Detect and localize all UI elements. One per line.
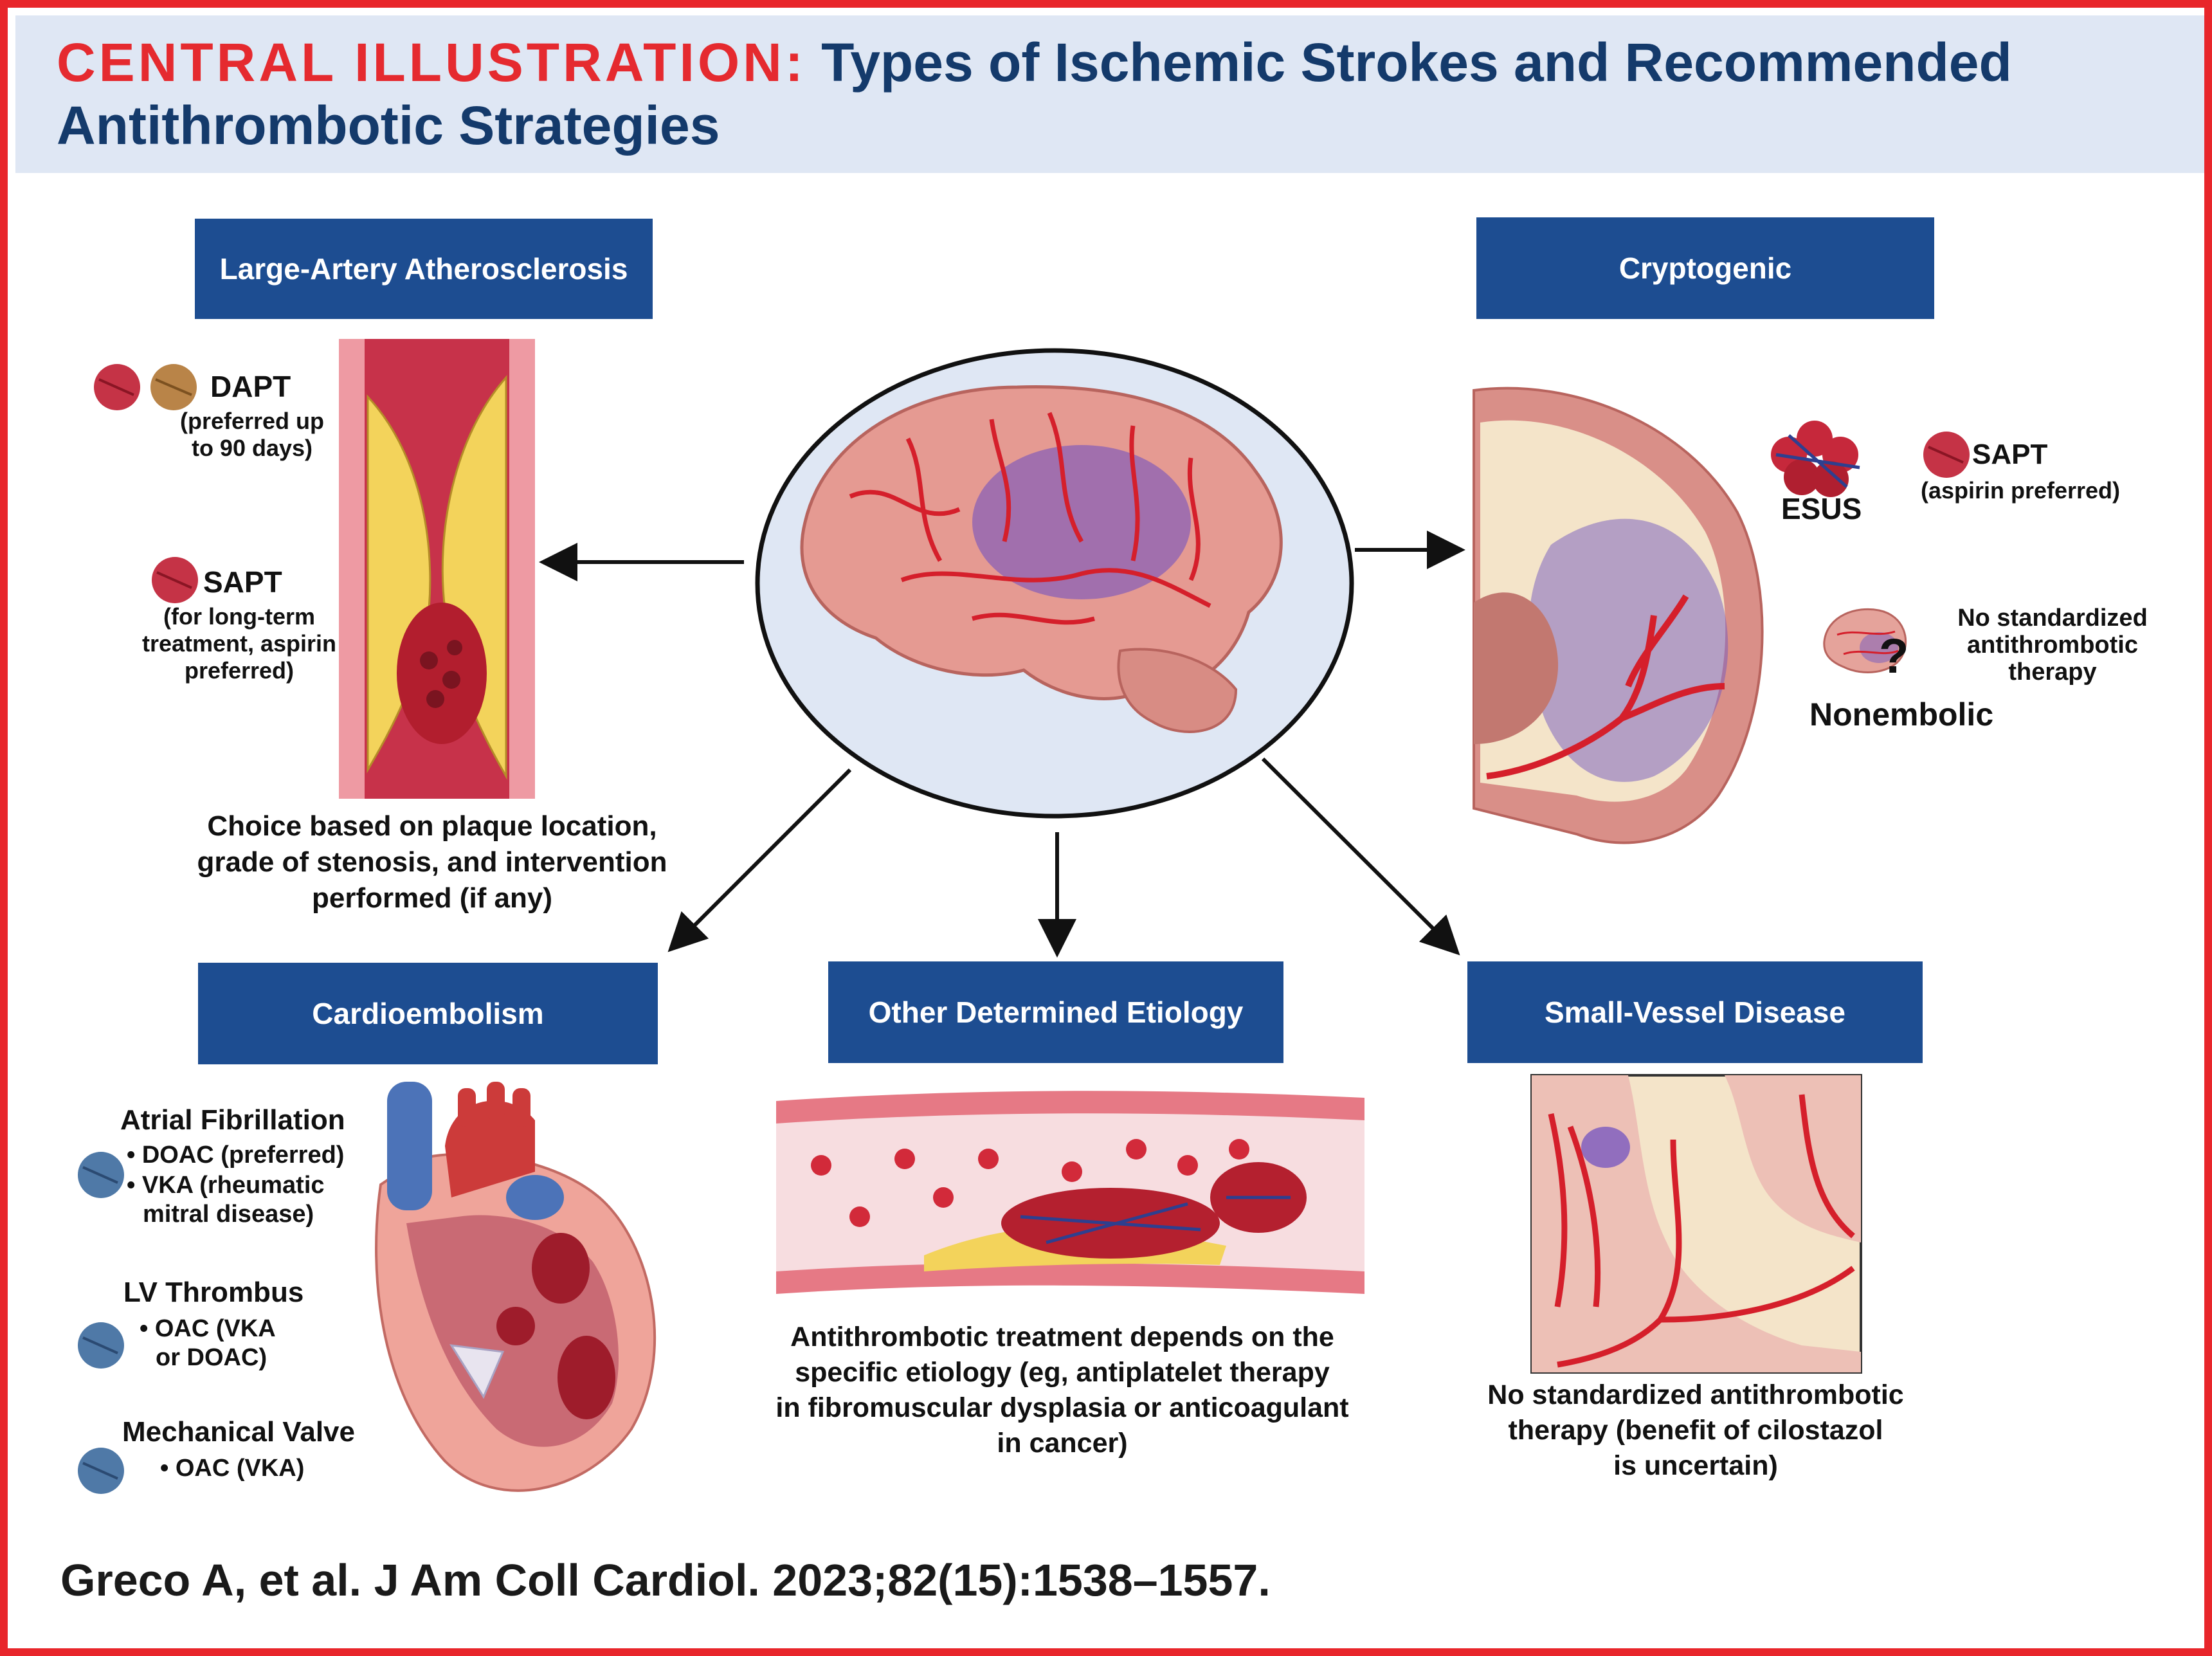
mv-pill [78,1448,124,1494]
title-rest: Types of Ischemic Strokes and Recommende… [57,32,2012,156]
sapt-label-cryptogenic: SAPT [1972,439,2048,470]
other-caption-3: in fibromuscular dysplasia or anticoagul… [775,1392,1349,1423]
box-large-artery: Large-Artery Atherosclerosis [195,219,653,319]
esus-label: ESUS [1781,492,1862,525]
small-vessel-caption-3: is uncertain) [1613,1450,1778,1481]
sapt-note-line-3: preferred) [184,657,295,684]
box-cryptogenic: Cryptogenic [1476,217,1934,319]
lv-line-1: • OAC (VKA [140,1315,276,1342]
esus-thrombus-icon [1771,421,1860,497]
figure-title: CENTRAL ILLUSTRATION: Types of Ischemic … [57,31,2179,157]
box-other-etiology: Other Determined Etiology [828,961,1283,1063]
brain-circle-illustration [755,348,1354,819]
lv-line-2: or DOAC) [156,1344,267,1371]
arrow-to-cardioembolism [667,768,852,952]
large-artery-caption-1: Choice based on plaque location, [207,810,657,842]
sapt-label-large-artery: SAPT [203,565,282,599]
lv-title: LV Thrombus [123,1277,304,1308]
sapt-note-line-1: (for long-term [163,603,315,630]
citation: Greco A, et al. J Am Coll Cardiol. 2023;… [60,1555,1271,1605]
sapt-note-line-2: treatment, aspirin [141,630,337,657]
large-artery-caption-2: grade of stenosis, and intervention [197,846,667,878]
other-caption-1: Antithrombotic treatment depends on the [790,1322,1334,1352]
sapt-note-cryptogenic: (aspirin preferred) [1920,477,2121,504]
dapt-label: DAPT [210,370,291,403]
mv-line-1: • OAC (VKA) [160,1455,305,1482]
box-cardioembolism: Cardioembolism [198,963,658,1064]
small-vessel-caption-2: therapy (benefit of cilostazol [1508,1415,1883,1446]
brain-section-illustration [1473,387,1764,844]
vessel-illustration [776,1091,1364,1294]
small-brain-icon [1823,608,1907,673]
sapt-pill-large-artery [152,557,198,603]
arrow-layer [539,531,1465,958]
question-mark: ? [1879,629,1909,684]
nonembolic-label: Nonembolic [1809,696,1994,732]
dapt-note-line-2: to 90 days) [191,435,313,461]
arrow-to-small-vessel [1261,757,1460,956]
dapt-pills [94,364,197,410]
no-std-line-2: antithrombotic [1967,632,2138,659]
large-artery-caption-3: performed (if any) [311,882,553,914]
small-vessel-illustration [1530,1074,1862,1374]
no-std-line-1: No standardized [1957,605,2148,632]
dapt-note-line-1: (preferred up [179,408,325,434]
artery-plaque-illustration [339,339,535,799]
no-std-line-3: therapy [2008,659,2097,686]
small-vessel-caption-1: No standardized antithrombotic [1487,1379,1904,1410]
box-small-vessel: Small-Vessel Disease [1467,961,1923,1063]
af-line-1: • DOAC (preferred) [127,1142,345,1169]
other-caption-2: specific etiology (eg, antiplatelet ther… [795,1357,1330,1388]
af-line-3: mitral disease) [143,1201,314,1228]
lv-pill [78,1322,124,1369]
af-title: Atrial Fibrillation [120,1104,345,1136]
heart-illustration [375,1082,656,1492]
header-band [15,15,2204,173]
af-line-2: • VKA (rheumatic [127,1172,325,1199]
other-caption-4: in cancer) [997,1428,1128,1459]
title-lead: CENTRAL ILLUSTRATION: [57,32,806,93]
mv-title: Mechanical Valve [122,1416,355,1448]
sapt-pill-cryptogenic [1923,432,1970,478]
af-pill [78,1152,124,1198]
